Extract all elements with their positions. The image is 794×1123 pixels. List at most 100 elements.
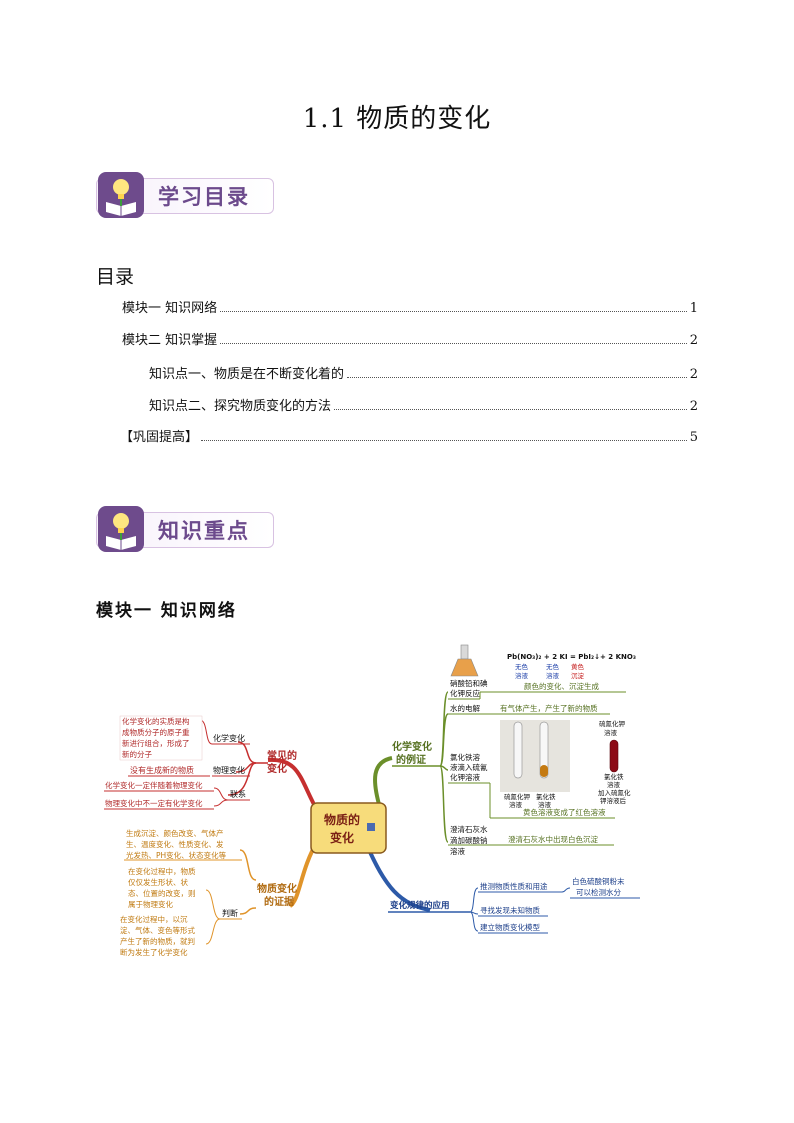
section-heading: 模块一 知识网络 — [96, 601, 237, 621]
tube-3-bottom-label: 加入硫氰化 — [598, 788, 631, 797]
toc-heading: 目录 — [96, 266, 135, 288]
equation-note: 溶液 — [515, 671, 529, 680]
equation-note: 黄色 — [571, 662, 585, 671]
lightbulb-book-icon — [98, 506, 144, 552]
banner-label: 学习目录 — [158, 185, 250, 209]
toc-leader — [220, 311, 687, 312]
branch-common — [267, 757, 320, 813]
chem-desc: 新的分子 — [122, 749, 152, 759]
example-3: 氯化铁溶 — [450, 752, 480, 762]
test-tube-photo — [500, 720, 570, 792]
examples-label: 化学变化 — [392, 740, 432, 753]
example-1: 化钾反应 — [450, 688, 480, 698]
section-banner-toc: 学习目录 — [96, 172, 274, 218]
center-node — [310, 802, 387, 854]
apply-item: 建立物质变化模型 — [480, 922, 540, 932]
red-test-tube — [609, 739, 619, 773]
judge-label: 判断 — [222, 908, 238, 918]
reaction-equation: Pb(NO₃)₂ + 2 KI = PbI₂↓+ 2 KNO₃ — [507, 653, 636, 661]
chem-desc: 成物质分子的原子重 — [122, 727, 190, 737]
toc-entry[interactable]: 模块二 知识掌握 2 — [122, 330, 698, 348]
toc-page-number: 2 — [689, 399, 698, 414]
chem-desc: 新进行组合，形成了 — [122, 738, 190, 748]
page-title: 1.1 物质的变化 — [302, 104, 492, 134]
lightbulb-book-icon — [98, 172, 144, 218]
example-3-result: 黄色溶液变成了红色溶液 — [523, 807, 606, 817]
toc-leader — [347, 377, 687, 378]
toc-leader — [201, 440, 687, 441]
toc-entry[interactable]: 知识点二、探究物质变化的方法 2 — [149, 396, 698, 414]
tube-2-label: 氯化铁 — [536, 792, 556, 801]
common-label: 常见的 — [267, 749, 297, 762]
example-1-result: 颜色的变化、沉淀生成 — [524, 681, 599, 691]
example-3: 化钾溶液 — [450, 772, 480, 782]
toc-page-number: 2 — [689, 333, 698, 348]
toc-leader — [220, 343, 687, 344]
center-label: 物质的 — [324, 812, 360, 827]
toc-entry[interactable]: 知识点一、物质是在不断变化着的 2 — [149, 364, 698, 382]
common-label: 变化 — [267, 762, 287, 775]
example-3: 液滴入硫氰 — [450, 762, 488, 772]
toc-page-number: 1 — [689, 301, 698, 316]
evidence-label: 物质变化 — [257, 882, 297, 895]
evidence-item: 生成沉淀、颜色改变、气体产 — [126, 828, 224, 838]
example-4: 溶液 — [450, 846, 465, 856]
toc-leader — [334, 409, 687, 410]
judge-chemical: 在变化过程中，以沉 — [120, 914, 188, 924]
toc-entry-text: 模块一 知识网络 — [122, 301, 218, 316]
judge-chemical: 淀、气体、变色等形式 — [120, 925, 195, 935]
judge-chemical: 产生了新的物质，就判 — [120, 936, 195, 946]
toc-entry[interactable]: 【巩固提高】 5 — [120, 427, 698, 445]
apply-item: 寻找发现未知物质 — [480, 905, 540, 915]
toc-entry-text: 知识点二、探究物质变化的方法 — [149, 399, 332, 414]
apply-example: 可以检测水分 — [576, 887, 621, 897]
example-2: 水的电解 — [450, 703, 480, 713]
toc-entry-text: 模块二 知识掌握 — [122, 333, 218, 348]
evidence-item: 生、温度变化、性质变化、发 — [126, 839, 224, 849]
apply-label: 变化规律的应用 — [390, 900, 450, 911]
tube-3-bottom-label: 氯化铁 — [604, 772, 624, 781]
tube-3-top-label: 硫氰化钾 — [599, 719, 625, 728]
mindmap-icon — [367, 823, 375, 831]
equation-note: 溶液 — [546, 671, 560, 680]
equation-note: 无色 — [546, 662, 560, 671]
tube-1-label: 硫氰化钾 — [504, 792, 530, 801]
example-4-result: 澄清石灰水中出现白色沉淀 — [508, 834, 598, 844]
branch-apply — [368, 851, 431, 912]
evidence-label: 的证据 — [264, 895, 294, 908]
equation-note: 沉淀 — [571, 671, 585, 680]
link-item: 化学变化一定伴随着物理变化 — [105, 780, 203, 790]
judge-physical: 态、位置的改变，则 — [128, 888, 196, 898]
judge-physical: 仅仅发生形状、状 — [128, 877, 188, 887]
branch-examples — [373, 756, 393, 809]
banner-label: 知识重点 — [158, 519, 250, 543]
branch-evidence — [288, 838, 320, 908]
judge-physical: 属于物理变化 — [128, 899, 173, 909]
center-label: 变化 — [330, 830, 354, 845]
toc-entry-text: 知识点一、物质是在不断变化着的 — [149, 367, 345, 382]
apply-item: 推测物质性质和用途 — [480, 881, 548, 891]
example-4: 滴加碳酸钠 — [450, 835, 488, 845]
link-item: 物理变化中不一定有化学变化 — [105, 798, 203, 808]
toc-page-number: 5 — [689, 430, 698, 445]
tube-3-bottom-label: 溶液 — [607, 780, 621, 789]
chem-change-label: 化学变化 — [213, 733, 245, 743]
toc-entry[interactable]: 模块一 知识网络 1 — [122, 298, 698, 316]
chem-desc: 化学变化的实质是构 — [122, 716, 190, 726]
tube-1-label: 溶液 — [509, 800, 523, 809]
flask-icon — [450, 644, 479, 677]
link-label: 联系 — [230, 789, 246, 799]
example-4: 澄清石灰水 — [450, 824, 488, 834]
example-2-result: 有气体产生，产生了新的物质 — [500, 703, 598, 713]
examples-label: 的例证 — [396, 753, 426, 766]
tube-2-label: 溶液 — [538, 800, 552, 809]
section-banner-key-points: 知识重点 — [96, 506, 274, 552]
tube-3-top-label: 溶液 — [604, 728, 618, 737]
judge-physical: 在变化过程中，物质 — [128, 866, 196, 876]
evidence-item: 光发热、PH变化、状态变化等 — [126, 850, 227, 860]
equation-note: 无色 — [515, 662, 529, 671]
tube-3-bottom-label: 钾溶液后 — [600, 796, 627, 805]
example-1: 硝酸铅和碘 — [450, 678, 488, 688]
judge-chemical: 断为发生了化学变化 — [120, 947, 188, 957]
